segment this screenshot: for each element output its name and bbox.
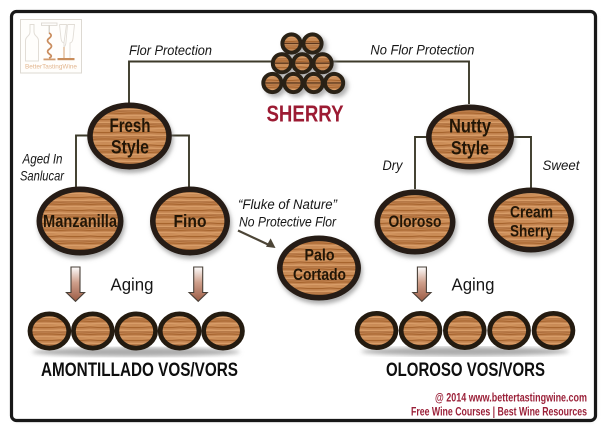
svg-text:Palo: Palo [305, 246, 335, 265]
svg-text:Aging: Aging [111, 275, 154, 295]
svg-text:SHERRY: SHERRY [267, 101, 344, 127]
svg-text:@ 2014 www.bettertastingwine.c: @ 2014 www.bettertastingwine.com [435, 391, 587, 405]
svg-text:Aged In: Aged In [22, 152, 63, 167]
svg-text:Sherry: Sherry [510, 223, 554, 241]
svg-text:AMONTILLADO VOS/VORS: AMONTILLADO VOS/VORS [41, 359, 238, 381]
svg-text:OLOROSO VOS/VORS: OLOROSO VOS/VORS [386, 359, 545, 381]
svg-text:Dry: Dry [383, 158, 404, 173]
svg-text:Free Wine Courses | Best Wine: Free Wine Courses | Best Wine Resources [411, 405, 587, 419]
svg-text:Aging: Aging [452, 275, 495, 295]
svg-text:Fino: Fino [174, 211, 207, 231]
svg-text:Sweet: Sweet [543, 158, 581, 173]
svg-text:“Fluke of Nature”: “Fluke of Nature” [238, 197, 338, 213]
svg-text:Style: Style [451, 139, 489, 160]
svg-text:Fresh: Fresh [110, 116, 151, 137]
svg-text:Cortado: Cortado [293, 265, 346, 284]
svg-text:Oloroso: Oloroso [389, 212, 442, 231]
svg-text:Style: Style [111, 138, 149, 159]
svg-text:Sanlucar: Sanlucar [20, 169, 65, 184]
svg-text:BetterTastingWine: BetterTastingWine [25, 64, 78, 71]
svg-text:No Flor Protection: No Flor Protection [370, 43, 474, 58]
svg-text:Flor Protection: Flor Protection [129, 43, 212, 58]
svg-text:Nutty: Nutty [449, 117, 491, 138]
svg-text:Cream: Cream [510, 204, 553, 222]
svg-text:Manzanilla: Manzanilla [43, 211, 117, 231]
svg-text:No Protective Flor: No Protective Flor [239, 215, 337, 231]
